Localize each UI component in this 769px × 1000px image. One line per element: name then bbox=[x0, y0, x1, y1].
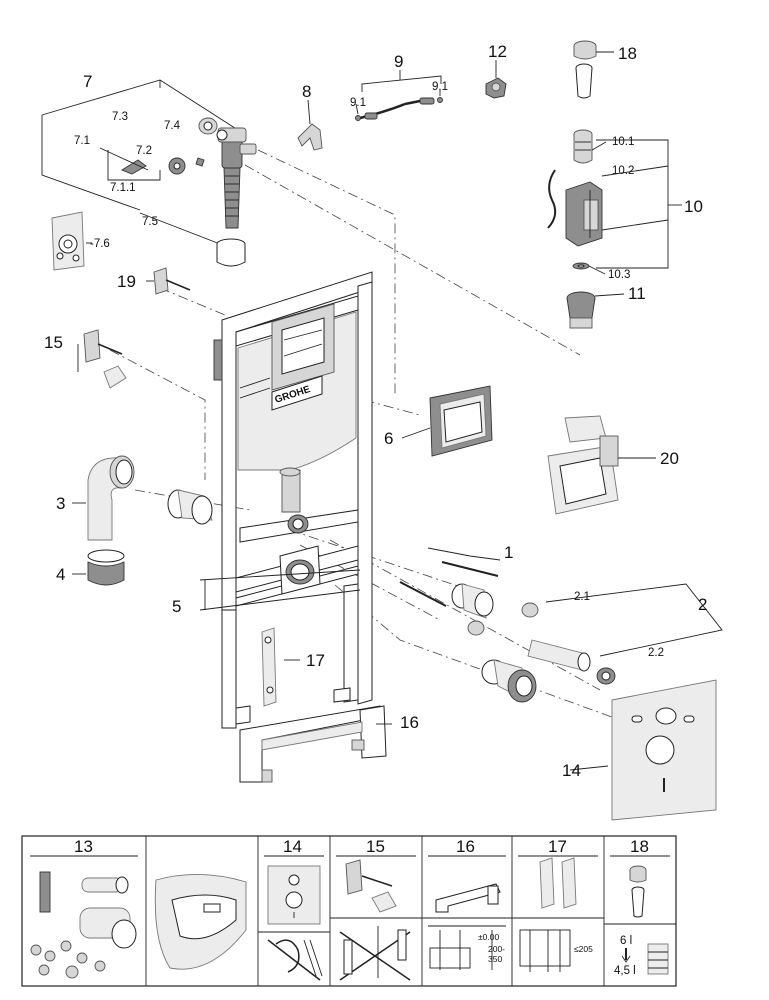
dim-max: ≤205 bbox=[574, 944, 593, 954]
part-3-bend bbox=[87, 455, 135, 541]
label-8: 8 bbox=[302, 82, 311, 101]
volume-6l: 6 l bbox=[620, 935, 632, 947]
label-7-1: 7.1 bbox=[74, 135, 90, 147]
panel-title-15: 15 bbox=[366, 837, 385, 856]
part-17-brackets bbox=[261, 627, 277, 707]
label-7-2: 7.2 bbox=[136, 145, 152, 157]
label-2-1: 2.1 bbox=[574, 591, 590, 603]
label-18: 18 bbox=[618, 44, 637, 63]
part-20-frame bbox=[547, 415, 656, 515]
label-9-1a: 9.1 bbox=[350, 97, 366, 109]
part-2-sleeves bbox=[467, 583, 723, 685]
installation-frame: GROHE bbox=[213, 271, 373, 729]
label-19: 19 bbox=[117, 272, 136, 291]
label-2: 2 bbox=[698, 595, 707, 614]
label-7-3: 7.3 bbox=[112, 111, 128, 123]
label-10-2: 10.2 bbox=[612, 165, 634, 177]
label-17: 17 bbox=[306, 651, 325, 670]
label-2-2: 2.2 bbox=[648, 647, 664, 659]
label-3: 3 bbox=[56, 494, 65, 513]
part-15-bracket bbox=[77, 329, 127, 389]
part-19-hook bbox=[153, 267, 191, 295]
dim-zero: ±0.00 bbox=[478, 932, 499, 942]
panel-17-brackets: ≤205 bbox=[519, 857, 593, 972]
part-7-fill-valve bbox=[41, 79, 257, 271]
part-8-bracket bbox=[297, 99, 323, 151]
label-7-6: -7.6 bbox=[90, 238, 110, 250]
part-16-support-foot bbox=[239, 705, 387, 783]
panel-title-17: 17 bbox=[548, 837, 567, 856]
label-16: 16 bbox=[400, 713, 419, 732]
label-15: 15 bbox=[44, 333, 63, 352]
dim-range-a: 200- bbox=[488, 944, 505, 954]
part-9-hose bbox=[355, 70, 443, 121]
part-4-ring bbox=[87, 549, 125, 586]
panel-title-16: 16 bbox=[456, 837, 475, 856]
label-10-3: 10.3 bbox=[608, 269, 630, 281]
part-7-6-bag bbox=[51, 211, 85, 271]
part-6-panel bbox=[429, 385, 493, 457]
label-20: 20 bbox=[660, 449, 679, 468]
label-1: 1 bbox=[504, 543, 513, 562]
valve-ribs bbox=[225, 175, 239, 217]
panel-13-parts bbox=[30, 871, 137, 979]
part-12-angle-valve bbox=[485, 60, 507, 99]
label-7: 7 bbox=[83, 72, 92, 91]
label-12: 12 bbox=[488, 42, 507, 61]
part-1-rods bbox=[399, 561, 499, 619]
panel-16-foot: ±0.00 200- 350 bbox=[428, 883, 506, 970]
part-18-adapter bbox=[573, 40, 614, 99]
part-sleeve bbox=[167, 489, 213, 525]
label-7-4: 7.4 bbox=[164, 120, 181, 132]
panel-title-14: 14 bbox=[283, 837, 302, 856]
part-14-mat bbox=[611, 679, 717, 821]
label-7-1-1: 7.1.1 bbox=[110, 182, 136, 194]
panel-14-mat bbox=[267, 865, 323, 981]
panel-wall-toilet bbox=[154, 874, 247, 970]
panel-title-13: 13 bbox=[74, 837, 93, 856]
dim-range-b: 350 bbox=[488, 954, 502, 964]
label-11: 11 bbox=[628, 284, 646, 303]
accessory-panel-strip: 13 14 15 16 17 18 bbox=[21, 835, 677, 987]
panel-title-18: 18 bbox=[630, 837, 649, 856]
label-9: 9 bbox=[394, 52, 403, 71]
label-leaders bbox=[72, 242, 609, 771]
label-14: 14 bbox=[562, 761, 581, 780]
panel-15-bracket bbox=[339, 859, 411, 981]
label-7-5: 7.5 bbox=[142, 216, 158, 228]
volume-4-5l: 4,5 l bbox=[614, 965, 636, 977]
label-5: 5 bbox=[172, 597, 181, 616]
label-10: 10 bbox=[684, 197, 703, 216]
bowl-connector bbox=[481, 659, 537, 703]
label-4: 4 bbox=[56, 565, 65, 584]
callout-labels: 7 7.3 7.4 7.1 7.2 7.1.1 7.5 -7.6 8 9 9.1… bbox=[44, 42, 707, 780]
label-9-1b: 9.1 bbox=[432, 81, 448, 93]
panel-18-adapter: 6 l 4,5 l bbox=[614, 865, 669, 977]
part-10-flush-valve bbox=[547, 129, 682, 329]
label-10-1: 10.1 bbox=[612, 136, 634, 148]
label-6: 6 bbox=[384, 429, 393, 448]
